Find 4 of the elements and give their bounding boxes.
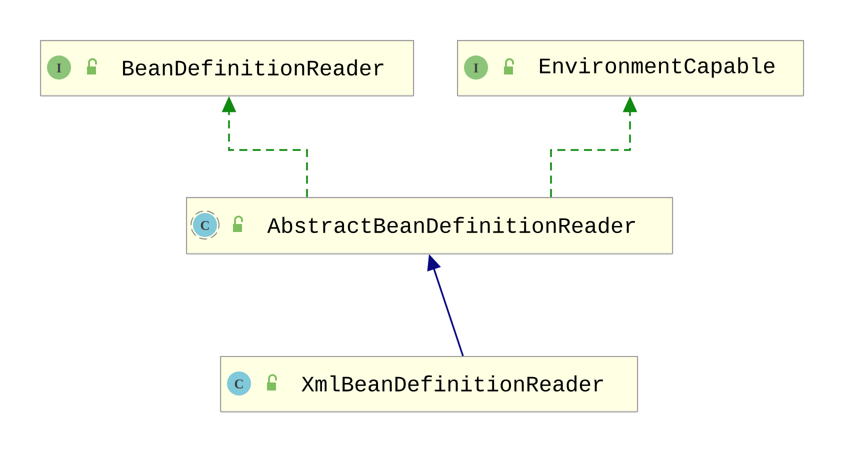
class-box: C AbstractBeanDefinitionReader: [186, 197, 674, 255]
class-box: I EnvironmentCapable: [457, 40, 804, 97]
class-box: I BeanDefinitionReader: [40, 40, 414, 97]
class-box: C XmlBeanDefinitionReader: [220, 356, 638, 413]
